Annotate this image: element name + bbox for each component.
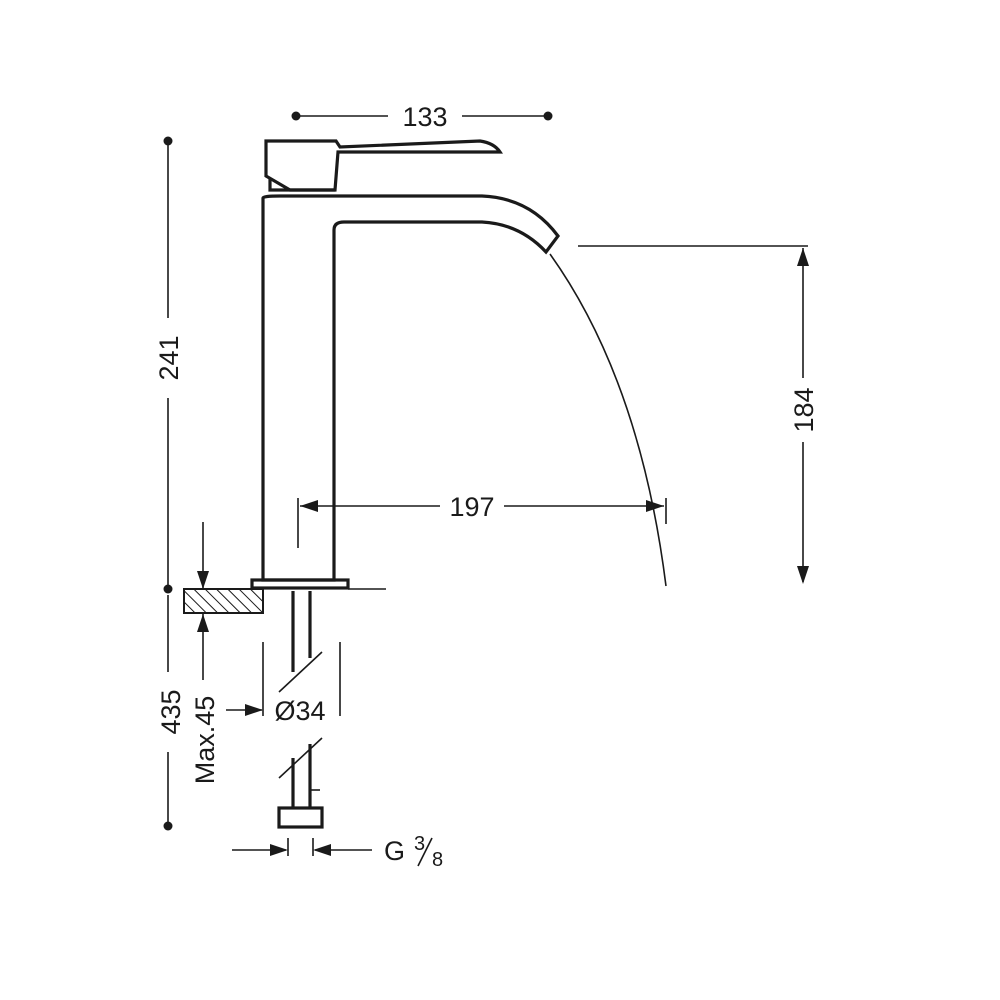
connection-fraction-numerator: 3 (414, 833, 425, 855)
supply-pipe (277, 591, 324, 829)
lever-base (268, 178, 335, 192)
dimension-overall-height: 435 (156, 595, 186, 831)
faucet-body (250, 139, 560, 590)
faucet-column (261, 194, 560, 582)
countertop-section (183, 588, 264, 614)
dimension-hole-diameter: Ø34 (226, 642, 341, 726)
total-height-label: 241 (154, 335, 184, 380)
spout-height-label: 184 (789, 387, 819, 432)
spout-reach-label: 197 (449, 492, 494, 522)
lever-handle (264, 139, 503, 192)
dimension-spout-height: 184 (578, 245, 819, 584)
hole-diameter-label: Ø34 (274, 696, 325, 726)
dimension-width-top: 133 (291, 102, 553, 132)
dimension-max-thickness: Max.45 (190, 522, 220, 784)
overall-height-label: 435 (156, 689, 186, 734)
dimension-total-height: 241 (154, 136, 184, 594)
dimension-connection-thread: G 3 8 (232, 833, 443, 871)
width-top-label: 133 (402, 102, 447, 132)
water-stream (549, 253, 667, 587)
connection-fraction-denominator: 8 (432, 849, 443, 871)
max-thickness-label: Max.45 (190, 696, 220, 785)
connection-thread-letter: G (384, 836, 405, 866)
pipe-connector (277, 806, 324, 829)
base-plate (250, 578, 350, 590)
dimension-spout-reach: 197 (297, 492, 667, 548)
